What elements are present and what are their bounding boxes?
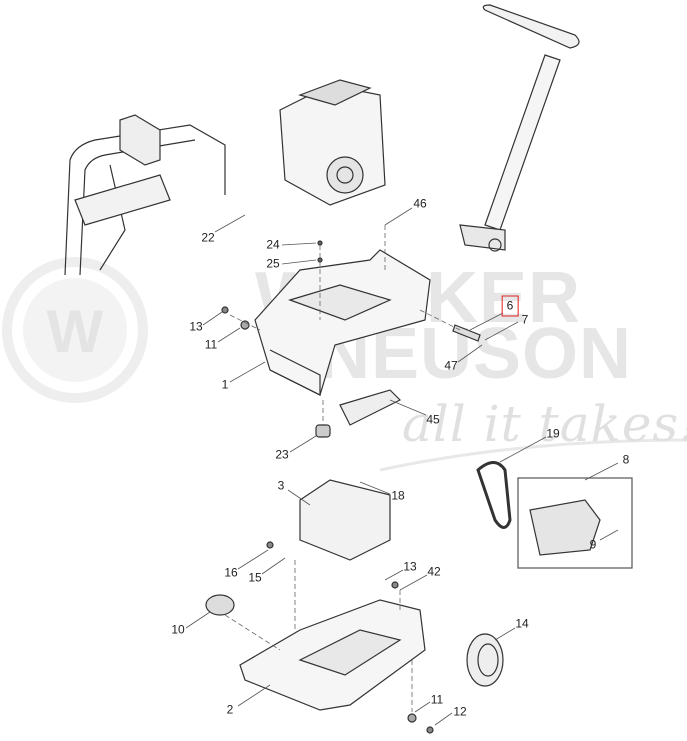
- part-label-10: 10: [171, 622, 185, 637]
- part-label-42: 42: [427, 564, 441, 579]
- part-label-45: 45: [426, 412, 440, 427]
- part-label-12: 12: [453, 704, 467, 719]
- part-label-23: 23: [275, 447, 289, 462]
- part-label-22: 22: [201, 230, 215, 245]
- rubber-mount-part: [205, 594, 235, 616]
- part-label-14: 14: [515, 616, 529, 631]
- part-label-47: 47: [444, 358, 458, 373]
- part-label-1: 1: [221, 377, 229, 392]
- belt-part: [476, 461, 512, 529]
- part-label-13b: 13: [403, 559, 417, 574]
- part-label-7: 7: [521, 312, 529, 327]
- assembly-lines: [224, 225, 461, 712]
- leader-lines: [185, 207, 619, 726]
- part-label-6-highlighted[interactable]: 6: [501, 295, 519, 317]
- part-label-25: 25: [266, 256, 280, 271]
- part-label-19: 19: [546, 426, 560, 441]
- bracket-part: [339, 389, 402, 426]
- engine-part: [279, 79, 386, 206]
- belt-guard-part: [529, 499, 601, 556]
- part-label-9: 9: [589, 537, 597, 552]
- handlebar-part: [459, 4, 580, 252]
- belt-guard-box: [517, 477, 633, 569]
- part-label-46: 46: [413, 196, 427, 211]
- part-label-11: 11: [204, 337, 218, 352]
- part-label-3: 3: [277, 478, 285, 493]
- part-label-18: 18: [391, 488, 405, 503]
- exciter-part: [299, 479, 391, 561]
- part-label-16: 16: [224, 565, 238, 580]
- svg-text:W: W: [47, 298, 104, 365]
- part-label-24: 24: [266, 237, 280, 252]
- part-label-13: 13: [189, 319, 203, 334]
- mount-part: [315, 424, 331, 438]
- part-label-8: 8: [622, 452, 630, 467]
- frame-part: [64, 114, 226, 276]
- part-label-2: 2: [226, 702, 234, 717]
- part-label-11b: 11: [430, 692, 444, 707]
- housing-part: [254, 249, 431, 396]
- watermark-slogan: all it takes!: [402, 395, 687, 453]
- pin-part: [452, 324, 481, 342]
- part-label-15: 15: [248, 570, 262, 585]
